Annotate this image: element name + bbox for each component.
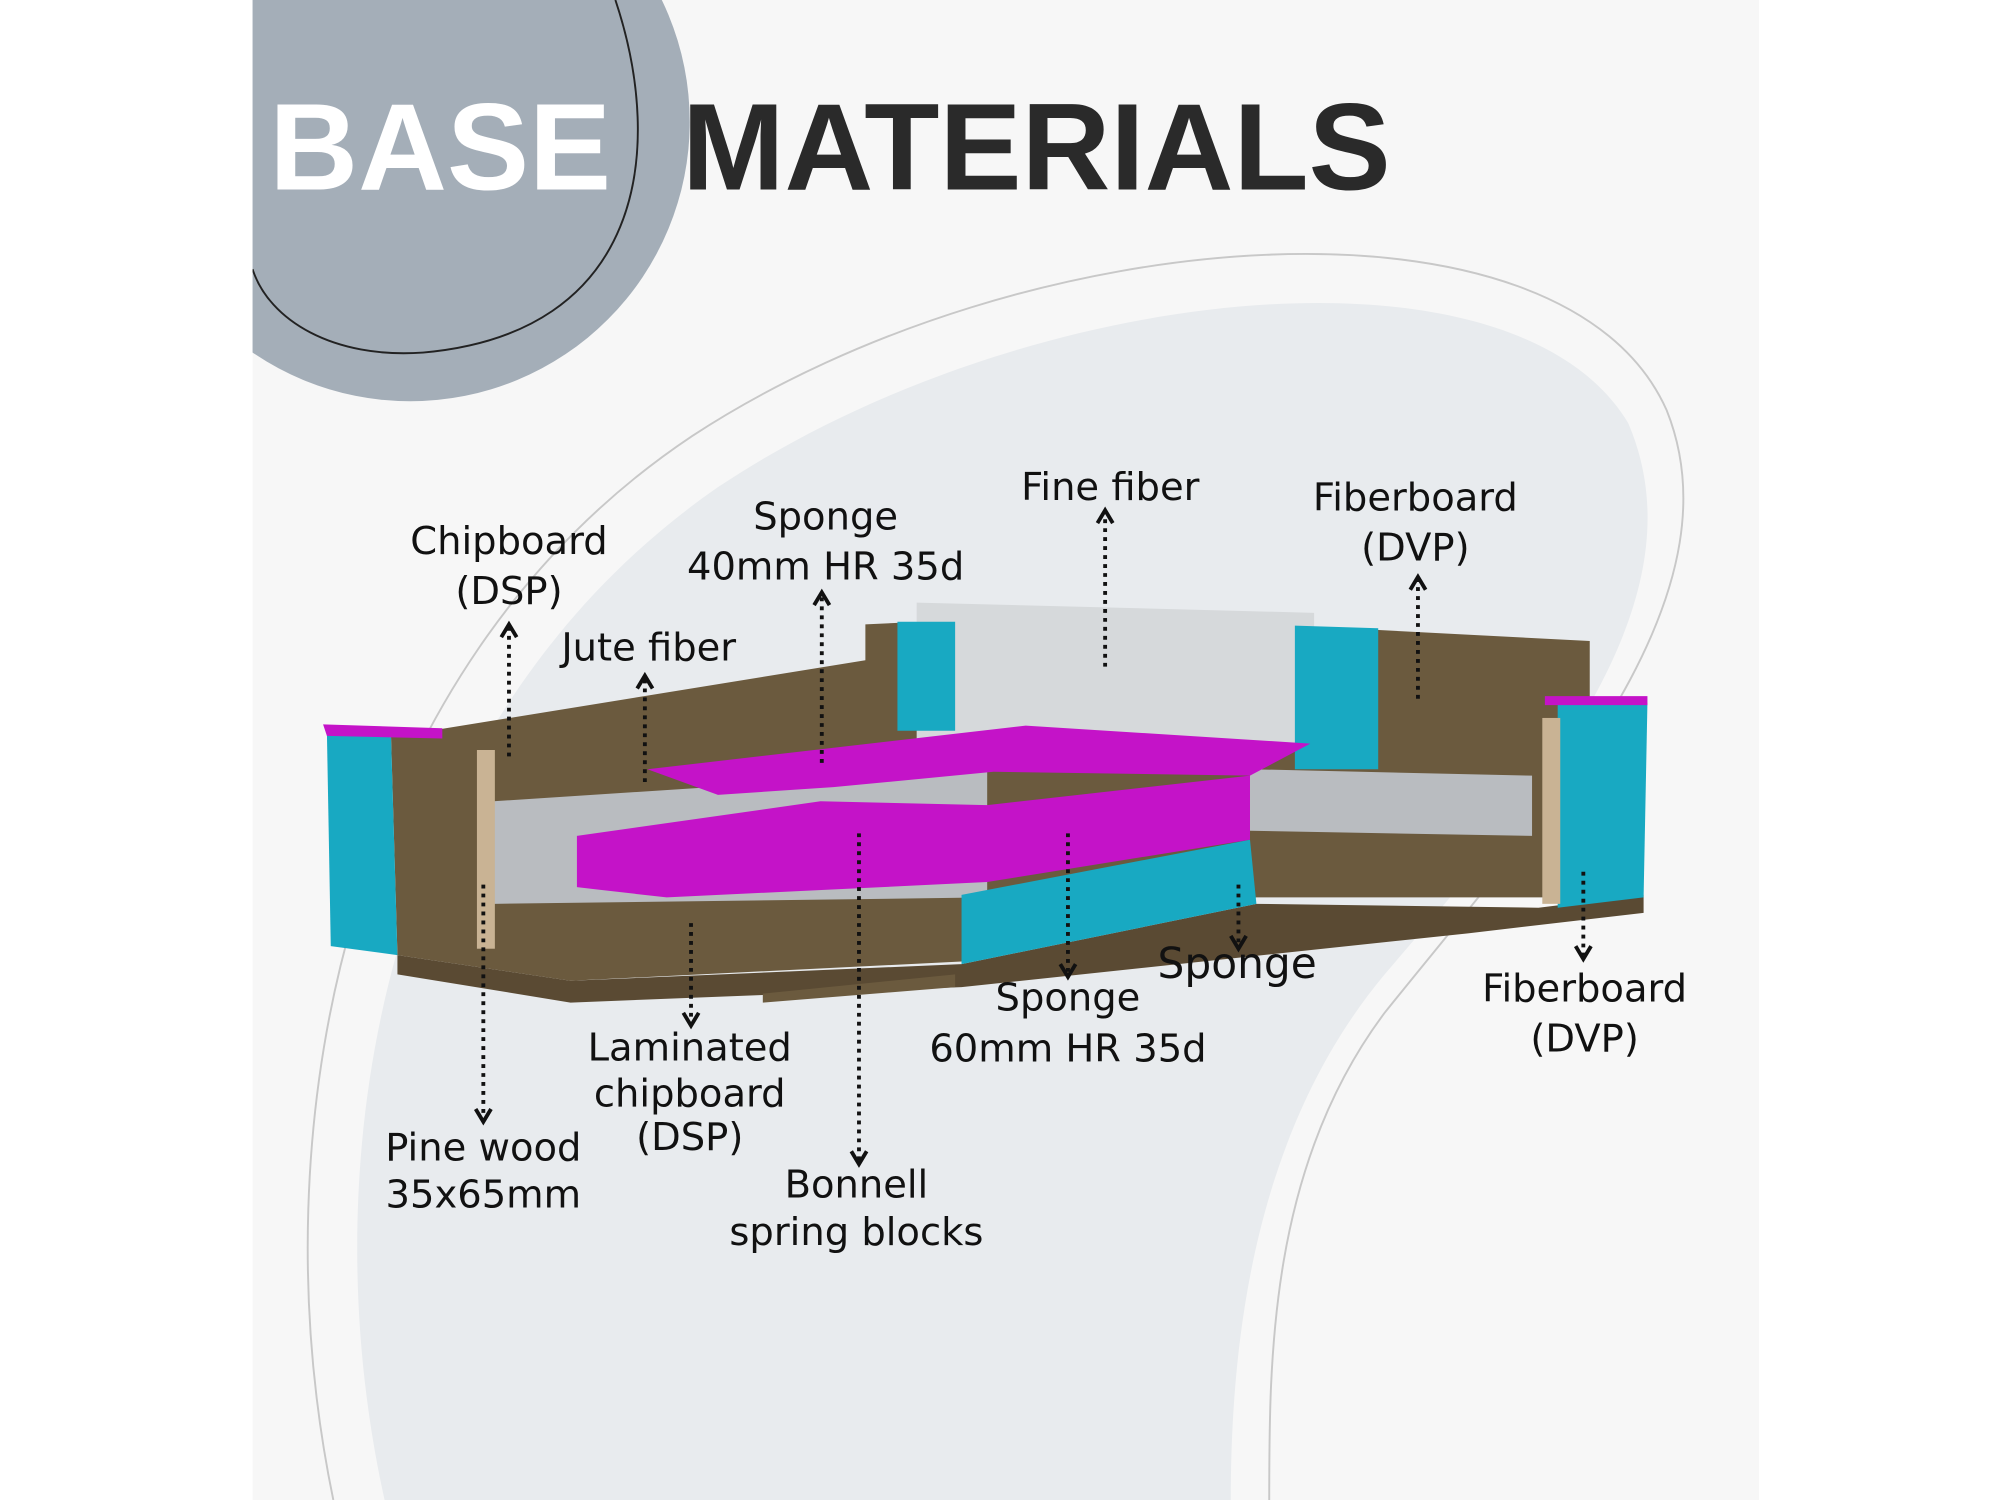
spring-block-right (1250, 769, 1533, 836)
right-armrest-sponge (1557, 702, 1648, 908)
back-sponge-left (897, 621, 956, 731)
label-fiberboard-top: Fiberboard(DVP) (1313, 475, 1518, 570)
title-materials: MATERIALS (682, 80, 1391, 217)
label-sponge: Sponge (1158, 939, 1317, 988)
title-circle (252, 0, 690, 402)
back-sponge (1294, 625, 1379, 770)
callout-arrows (473, 506, 1593, 1168)
front-sponge-teal (961, 839, 1257, 965)
label-fine-fiber: Fine fiber (1021, 465, 1200, 510)
label-chipboard: Chipboard(DSP) (410, 519, 607, 614)
front-sponge-magenta (576, 775, 1250, 898)
left-armrest-sponge (326, 733, 398, 956)
bed-base-cutaway (323, 602, 1648, 1003)
title-base: BASE (269, 80, 611, 217)
top-sponge-layer (647, 725, 1311, 795)
circle-outline-arc (252, 0, 639, 355)
pine-wood-post-right (1542, 717, 1561, 904)
label-jute-fiber: Jute fiber (559, 625, 736, 670)
right-armrest-top (1544, 696, 1648, 706)
bottom-chipboard (397, 894, 1644, 1003)
fine-fiber-panel (916, 602, 1315, 744)
label-fiberboard-bottom: Fiberboard(DVP) (1482, 966, 1687, 1061)
pine-wood-post (476, 750, 495, 949)
left-armrest-top (323, 724, 443, 739)
